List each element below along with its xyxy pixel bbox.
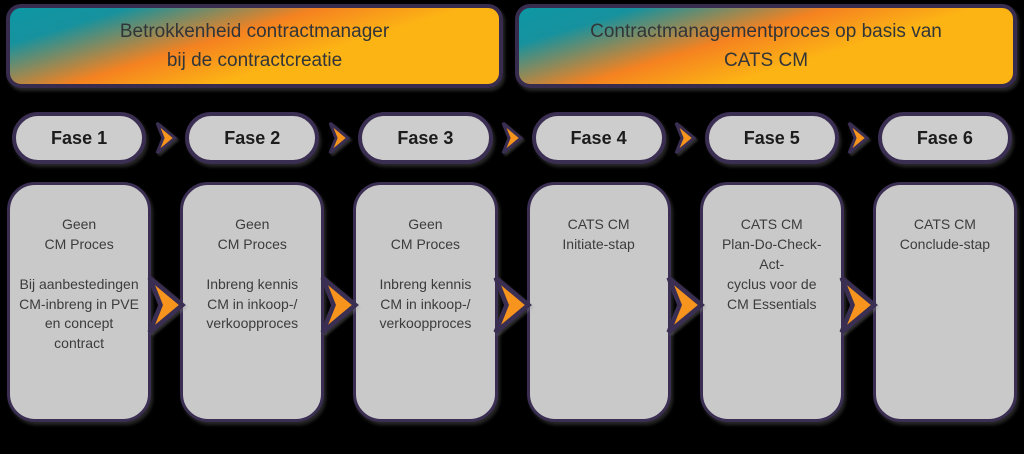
box-fase-6-text: CATS CM Conclude-stap [899,216,991,252]
pill-fase-1: Fase 1 [12,112,147,164]
arrow-right-icon [674,120,696,156]
banner-contract-creation-label: Betrokkenheid contractmanager bij de con… [119,20,390,71]
arrow-right-icon [665,273,705,337]
box-fase-4-content: CATS CM Initiate-stap [526,182,671,422]
banner-cats-cm-process: Contractmanagementproces op basis van CA… [515,4,1017,88]
box-fase-4-text: CATS CM Initiate-stap [562,216,635,252]
pill-fase-3: Fase 3 [358,112,493,164]
box-fase-2-text: Geen CM Proces Inbreng kennis CM in inko… [206,216,299,332]
arrow-right-icon [146,273,186,337]
phase-pills-row: Fase 1 Fase 2 Fase 3 Fase 4 Fase 5 Fase … [7,112,1017,164]
pill-fase-6: Fase 6 [877,112,1012,164]
arrow-right-icon [492,273,532,337]
arrow-right-icon [328,120,350,156]
arrow-right-icon [838,273,878,337]
phase-boxes-row: Geen CM Proces Bij aanbestedingen CM-inb… [7,182,1017,422]
box-fase-1-text: Geen CM Proces Bij aanbestedingen CM-inb… [19,216,139,352]
banner-cats-cm-process-label: Contractmanagementproces op basis van CA… [590,20,942,71]
box-fase-5-text: CATS CM Plan-Do-Check-Act- cyclus voor d… [721,216,822,312]
arrow-right-icon [847,120,869,156]
pill-fase-2: Fase 2 [185,112,320,164]
box-fase-5-content: CATS CM Plan-Do-Check-Act- cyclus voor d… [699,182,844,422]
box-fase-3-text: Geen CM Proces Inbreng kennis CM in inko… [379,216,472,332]
arrow-right-icon [501,120,523,156]
box-fase-2-content: Geen CM Proces Inbreng kennis CM in inko… [180,182,325,422]
box-fase-3-content: Geen CM Proces Inbreng kennis CM in inko… [353,182,498,422]
pill-fase-4: Fase 4 [531,112,666,164]
box-fase-6-content: CATS CM Conclude-stap [872,182,1017,422]
box-fase-1-content: Geen CM Proces Bij aanbestedingen CM-inb… [7,182,152,422]
banner-contract-creation: Betrokkenheid contractmanager bij de con… [6,4,503,88]
arrow-right-icon [155,120,177,156]
pill-fase-5: Fase 5 [704,112,839,164]
arrow-right-icon [319,273,359,337]
